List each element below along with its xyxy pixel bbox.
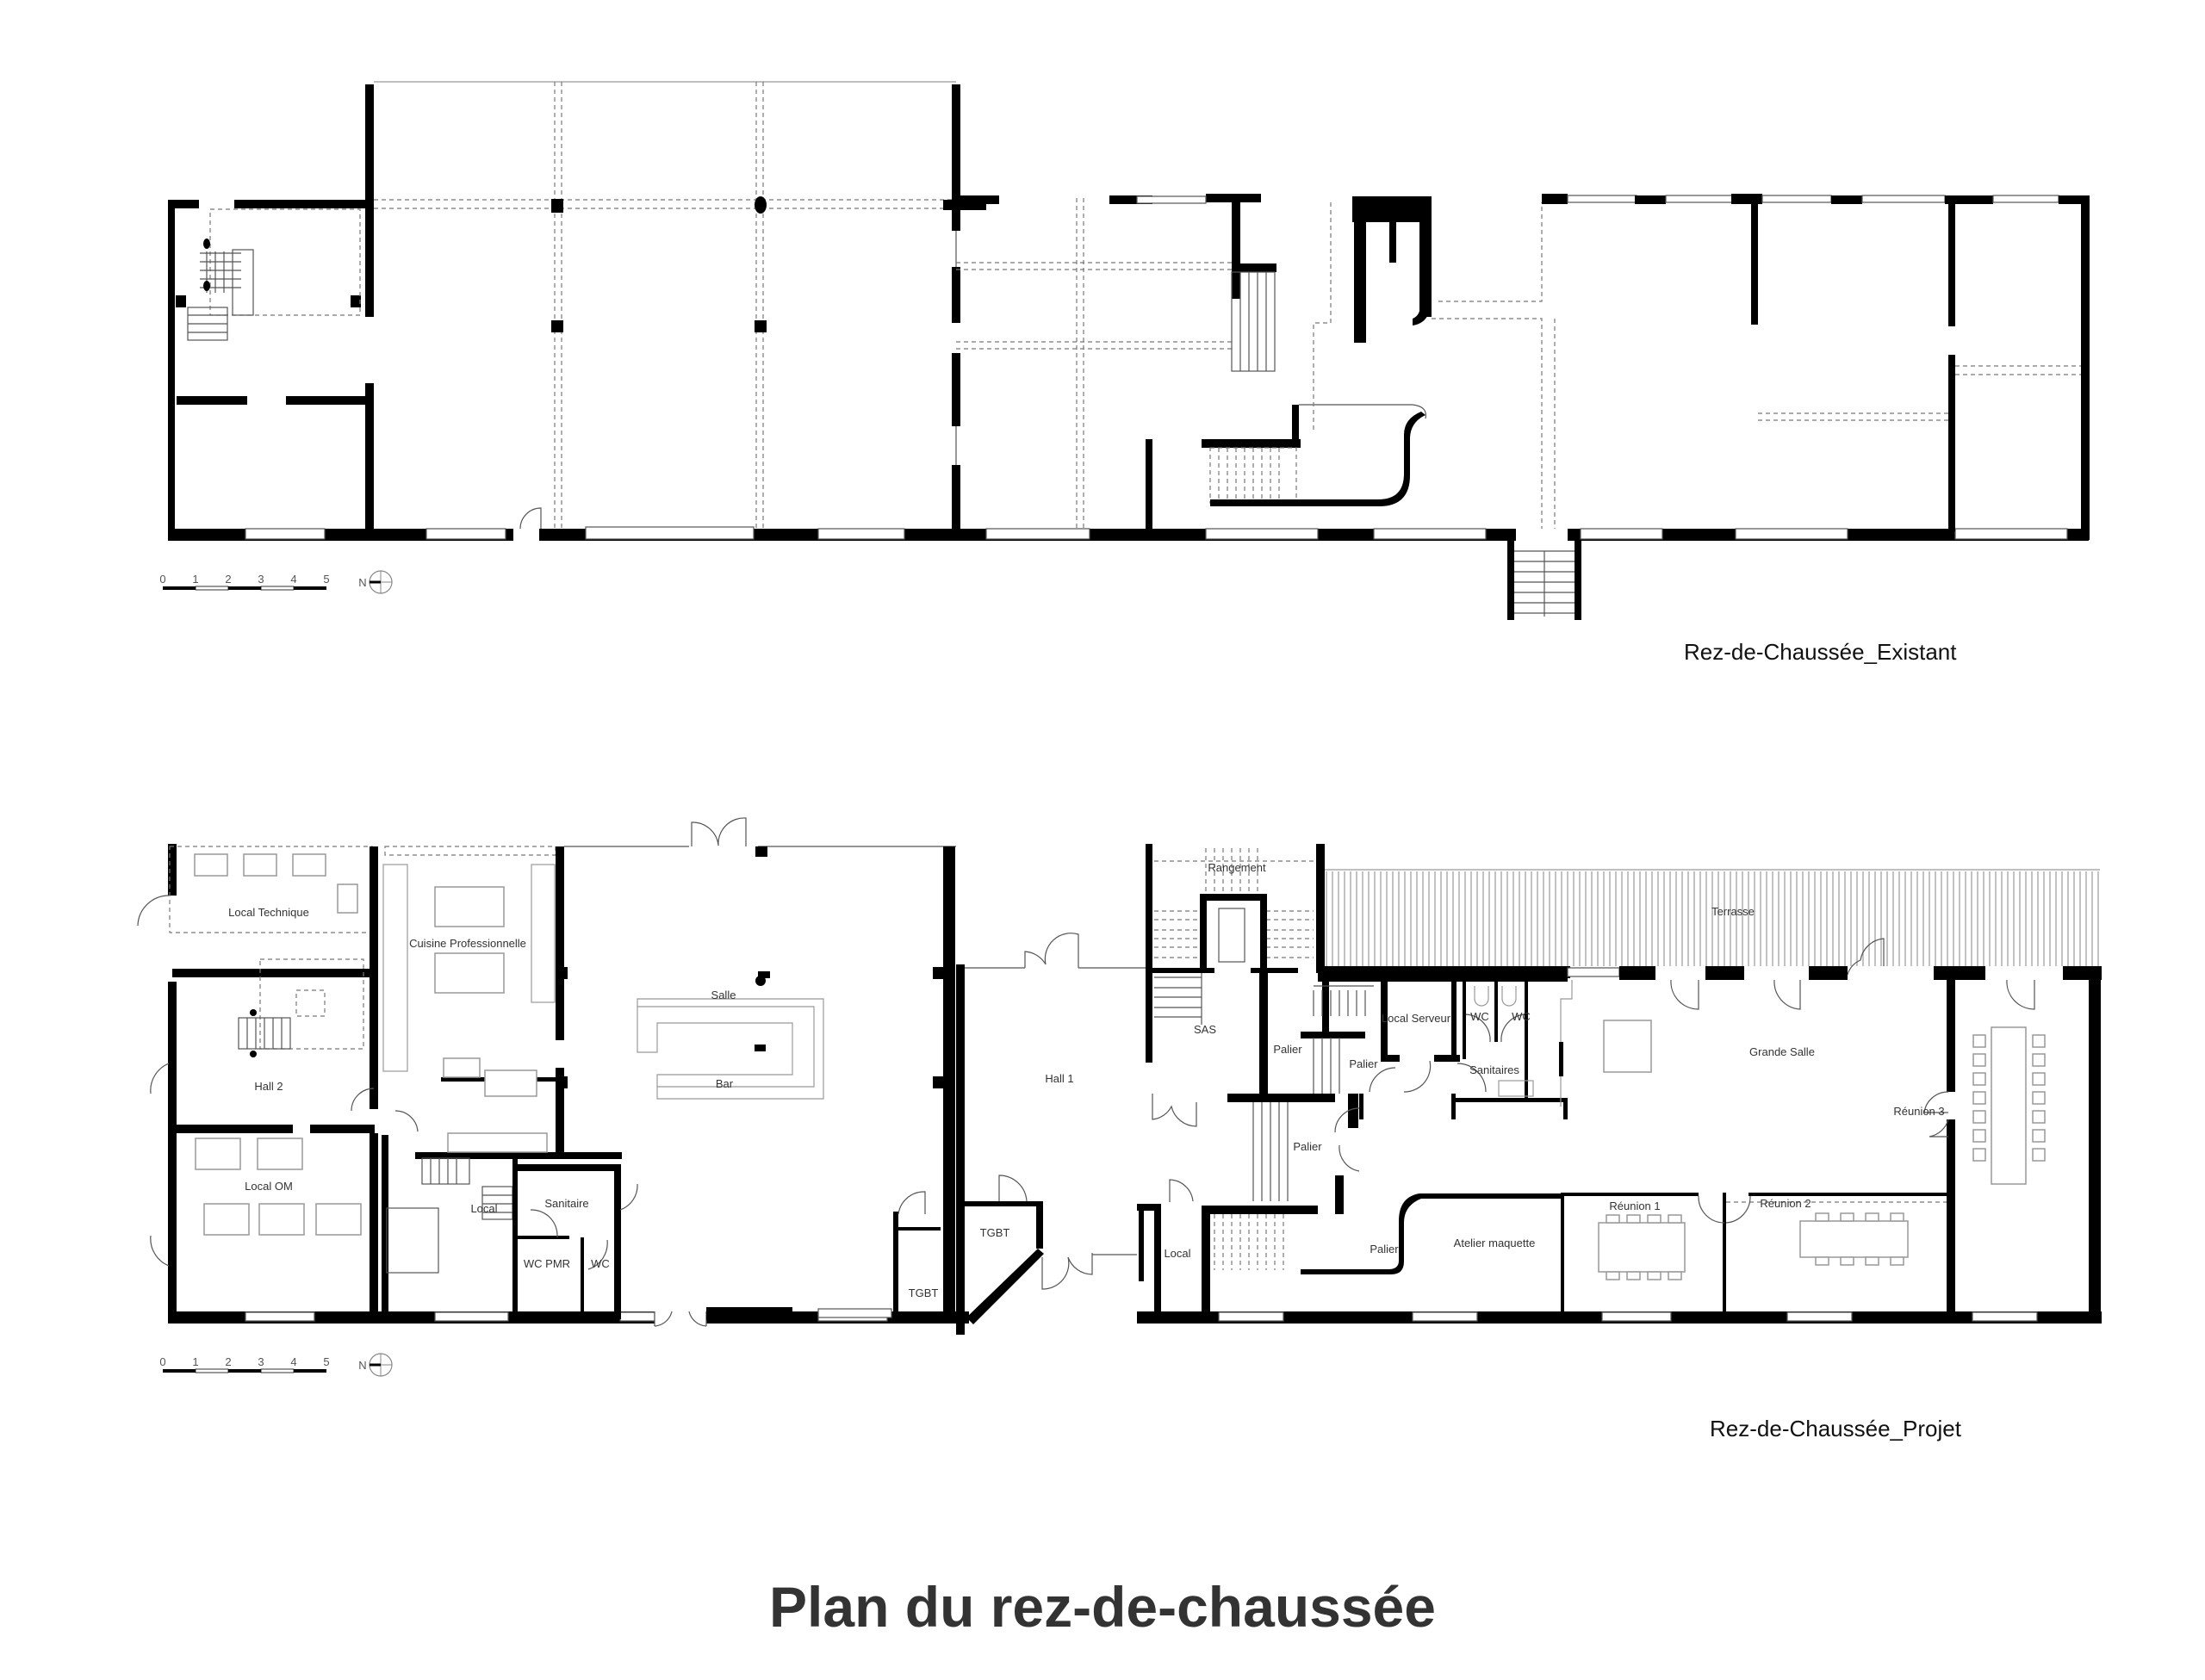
room-label-wc-3: WC — [1512, 1010, 1531, 1023]
room-label-palier-4: Palier — [1370, 1243, 1399, 1255]
room-label-tgbt-2: TGBT — [980, 1226, 1010, 1239]
existing-scale-bar: 0 1 2 3 4 5 — [159, 573, 330, 591]
room-label-bar: Bar — [716, 1077, 734, 1090]
room-label-rangement: Rangement — [1208, 861, 1266, 874]
svg-text:3: 3 — [258, 1355, 264, 1368]
project-plan-caption: Rez-de-Chaussée_Projet — [1710, 1416, 1961, 1441]
room-label-terrasse: Terrasse — [1711, 905, 1755, 918]
existing-plan-caption: Rez-de-Chaussée_Existant — [1684, 639, 1957, 665]
page-title: Plan du rez-de-chaussée — [769, 1575, 1436, 1639]
room-label-hall-1: Hall 1 — [1045, 1072, 1073, 1085]
room-label-local-serveur: Local Serveur — [1382, 1012, 1451, 1025]
svg-text:5: 5 — [323, 573, 329, 586]
svg-text:2: 2 — [225, 573, 231, 586]
room-label-reunion-3: Réunion 3 — [1893, 1105, 1944, 1118]
room-label-grande-salle: Grande Salle — [1749, 1045, 1815, 1058]
room-label-palier-2: Palier — [1349, 1057, 1378, 1070]
room-label-sanitaire: Sanitaire — [544, 1197, 588, 1210]
room-label-palier-1: Palier — [1273, 1043, 1302, 1056]
svg-text:4: 4 — [290, 573, 296, 586]
room-label-local-om: Local OM — [245, 1180, 293, 1193]
room-label-sas: SAS — [1194, 1023, 1216, 1036]
existing-plan: 0 1 2 3 4 5 N — [159, 81, 2090, 620]
room-label-local: Local — [470, 1202, 497, 1215]
svg-text:5: 5 — [323, 1355, 329, 1368]
north-arrow-icon: N — [358, 1353, 393, 1377]
svg-text:2: 2 — [225, 1355, 231, 1368]
svg-text:3: 3 — [258, 573, 264, 586]
room-label-atelier: Atelier maquette — [1454, 1237, 1536, 1249]
room-label-wc-pmr: WC PMR — [524, 1257, 570, 1270]
svg-text:0: 0 — [159, 1355, 165, 1368]
project-plan: Local Technique Cuisine Professionnelle … — [137, 817, 2102, 1377]
svg-text:0: 0 — [159, 573, 165, 586]
svg-text:1: 1 — [192, 1355, 198, 1368]
svg-text:1: 1 — [192, 573, 198, 586]
room-label-reunion-1: Réunion 1 — [1609, 1200, 1660, 1212]
svg-text:4: 4 — [290, 1355, 296, 1368]
room-label-sanitaires: Sanitaires — [1469, 1063, 1519, 1076]
room-label-palier-3: Palier — [1293, 1140, 1322, 1153]
north-arrow-icon: N — [358, 570, 393, 594]
room-label-reunion-2: Réunion 2 — [1760, 1197, 1811, 1210]
room-label-local-technique: Local Technique — [228, 906, 309, 919]
room-label-wc-2: WC — [1470, 1010, 1489, 1023]
room-label-tgbt: TGBT — [909, 1286, 939, 1299]
room-label-cuisine: Cuisine Professionnelle — [409, 937, 526, 950]
room-label-salle: Salle — [711, 989, 736, 1001]
room-label-hall-2: Hall 2 — [254, 1080, 283, 1093]
room-label-wc: WC — [591, 1257, 610, 1270]
svg-text:N: N — [358, 576, 366, 589]
project-scale-bar: 0 1 2 3 4 5 — [159, 1355, 330, 1373]
svg-text:N: N — [358, 1359, 366, 1372]
room-label-local-2: Local — [1164, 1247, 1190, 1260]
